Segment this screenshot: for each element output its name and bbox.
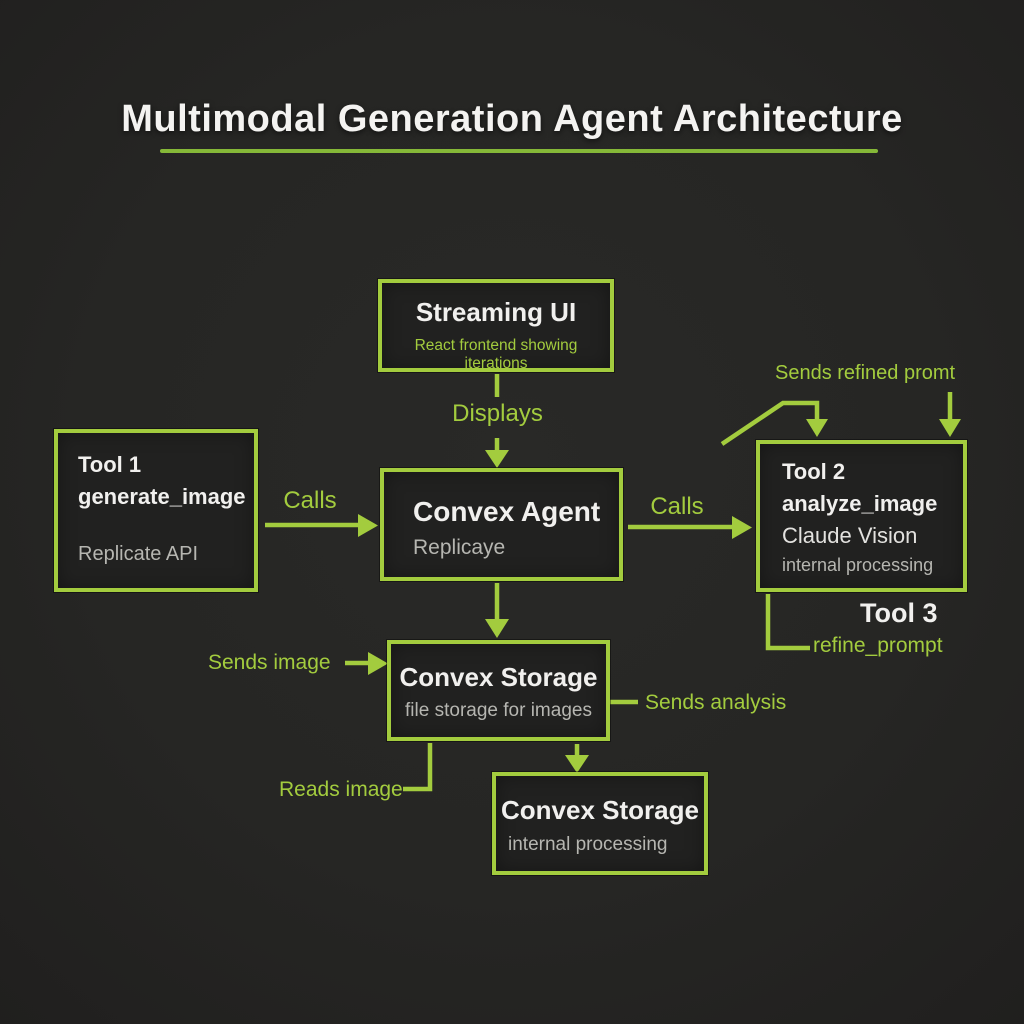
streaming-ui-subtitle: React frontend showing iterations — [414, 336, 578, 372]
refined-prompt-elbow-arrowhead — [806, 419, 828, 437]
title-underline — [160, 149, 878, 153]
storage-to-storage2-arrowhead — [565, 755, 589, 773]
convex-storage-subtitle: file storage for images — [405, 699, 592, 721]
calls-right-arrowhead — [732, 516, 752, 539]
convex-storage2-node: Convex Storage internal processing — [492, 772, 708, 875]
streaming-ui-title: Streaming UI — [415, 297, 577, 327]
tool2-line1: Tool 2 — [782, 459, 846, 484]
tool2-line2: analyze_image — [782, 490, 938, 516]
edge-label-displays: Displays — [452, 400, 543, 427]
tool3-elbow — [765, 594, 810, 651]
edge-label-sends-refined-prompt: Sends refined promt — [775, 362, 956, 384]
calls-left-arrowhead — [358, 514, 378, 537]
edge-label-sends-image: Sends image — [208, 651, 331, 674]
edge-label-reads-image: Reads image — [279, 778, 403, 801]
tool3-subtitle: refine_prompt — [813, 634, 943, 657]
page-title: Multimodal Generation Agent Architecture — [121, 98, 903, 140]
tool1-line1: Tool 1 — [78, 452, 142, 477]
convex-storage2-subtitle: internal processing — [508, 833, 668, 855]
tool3-title: Tool 3 — [860, 598, 938, 628]
convex-storage-node: Convex Storage file storage for images — [387, 640, 610, 741]
tool2-line3: Claude Vision — [782, 522, 918, 548]
agent-to-storage-arrowhead — [485, 619, 509, 638]
tool2-node: Tool 2 analyze_image Claude Vision inter… — [756, 440, 967, 592]
edge-label-calls-left: Calls — [283, 487, 337, 514]
convex-storage-title: Convex Storage — [399, 662, 598, 692]
reads-image-elbow — [403, 743, 433, 792]
streaming-ui-node: Streaming UI React frontend showing iter… — [378, 279, 614, 372]
header: Multimodal Generation Agent Architecture — [0, 98, 1024, 141]
tool1-line3: Replicate API — [78, 542, 199, 565]
convex-agent-subtitle: Replicaye — [413, 536, 506, 559]
tool1-line2: generate_image — [78, 483, 246, 509]
edge-label-calls-right: Calls — [650, 493, 704, 520]
refined-prompt-elbow — [720, 400, 820, 446]
displays-arrowhead — [485, 450, 509, 468]
convex-agent-node: Convex Agent Replicaye — [380, 468, 623, 581]
tool1-node: Tool 1 generate_image Replicate API — [54, 429, 258, 592]
tool2-line4: internal processing — [782, 554, 934, 575]
convex-agent-title: Convex Agent — [413, 496, 601, 527]
refined-prompt-arrowhead — [939, 419, 961, 437]
sends-image-arrowhead — [368, 652, 388, 675]
edge-label-sends-analysis: Sends analysis — [645, 691, 787, 714]
convex-storage2-title: Convex Storage — [501, 795, 699, 825]
